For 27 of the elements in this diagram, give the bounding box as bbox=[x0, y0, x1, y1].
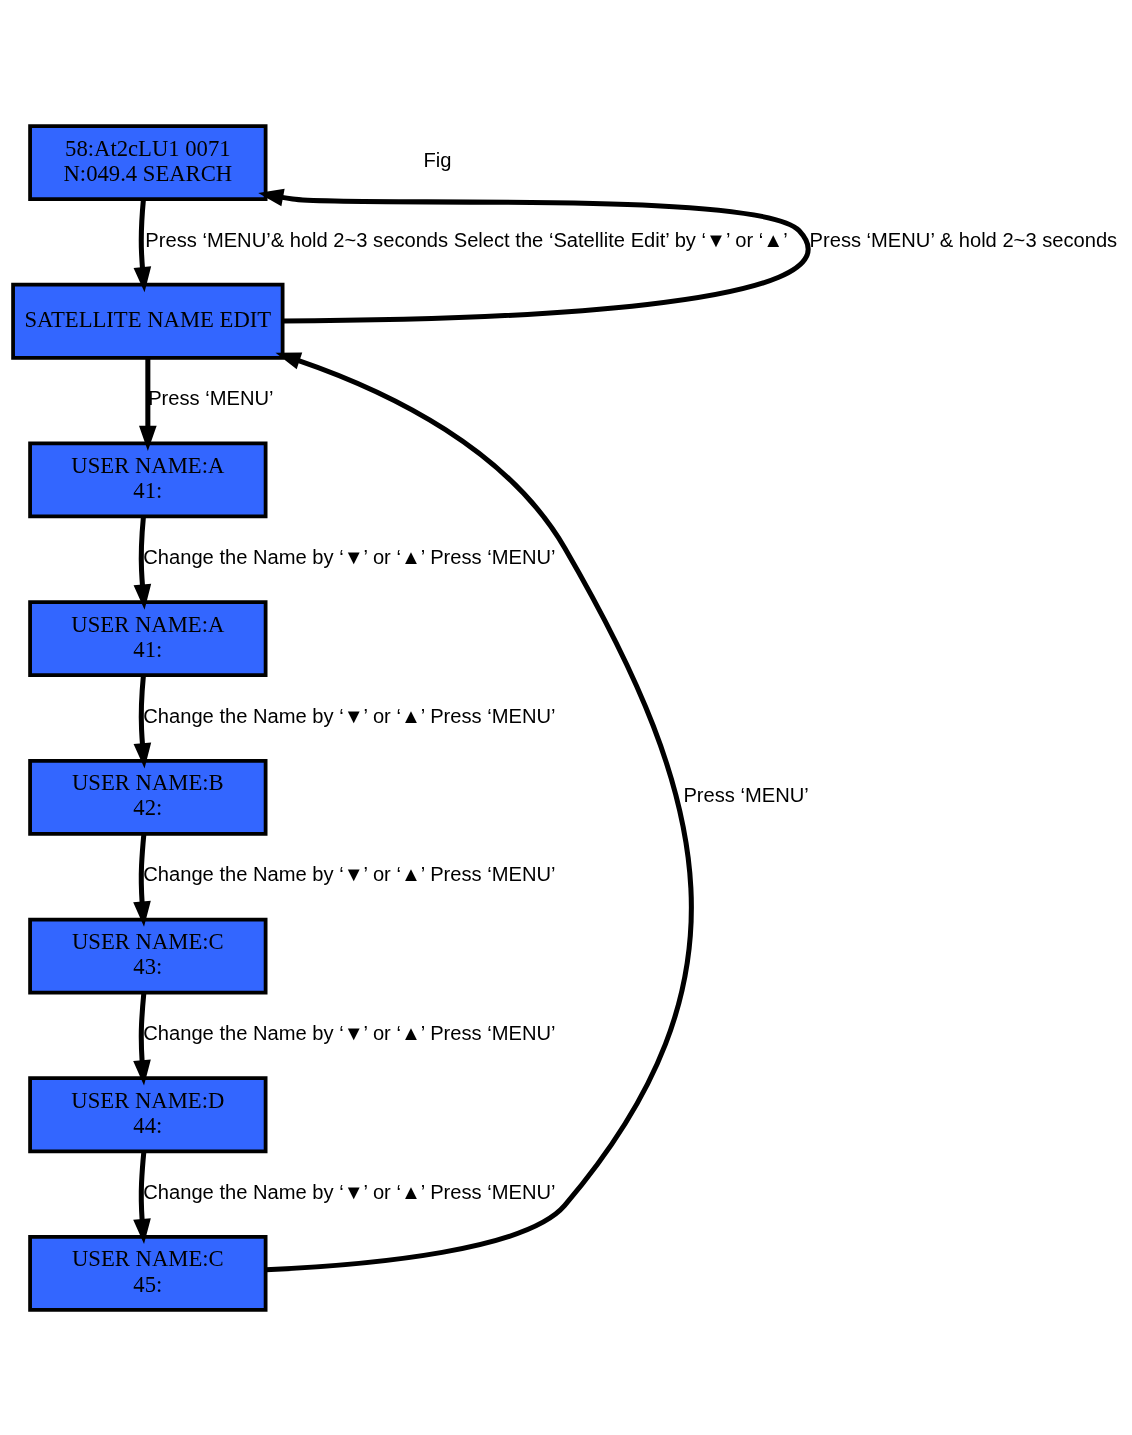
arrow bbox=[133, 674, 152, 768]
arrow bbox=[133, 1150, 151, 1244]
label: Fig bbox=[423, 148, 452, 171]
edge-label: Change the Name by ‘▼’ or ‘▲’ Press ‘MENU’ bbox=[143, 545, 556, 568]
edge-label: Press ‘MENU’& hold 2~3 seconds Select the ‘Satellite Edit’ by ‘▼’ or ‘▲’ bbox=[145, 228, 788, 251]
edge-label: Change the Name by ‘▼’ or ‘▲’ Press ‘MENU’ bbox=[143, 704, 556, 727]
node-box: 58:At2cLU1 0071 N:049.4 SEARCH bbox=[28, 123, 268, 201]
arrow bbox=[265, 351, 694, 1272]
arrow bbox=[258, 188, 809, 323]
node-box: USER NAME:C 45: bbox=[28, 1234, 268, 1312]
edge-label: Change the Name by ‘▼’ or ‘▲’ Press ‘MENU’ bbox=[143, 862, 556, 885]
node-box: USER NAME:A 41: bbox=[28, 441, 268, 518]
edge-label: Change the Name by ‘▼’ or ‘▲’ Press ‘MENU’ bbox=[143, 1021, 556, 1044]
edge-label: Press ‘MENU’ bbox=[148, 386, 274, 409]
node-box: USER NAME:A 41: bbox=[28, 599, 268, 677]
arrow bbox=[133, 198, 152, 292]
arrow bbox=[133, 516, 152, 610]
node-box: SATELLITE NAME EDIT bbox=[11, 282, 285, 360]
node-box: USER NAME:C 43: bbox=[28, 917, 268, 994]
edge-label: Press ‘MENU’ & hold 2~3 seconds bbox=[809, 228, 1118, 251]
edge-label: Press ‘MENU’ bbox=[683, 783, 809, 806]
arrow bbox=[133, 833, 151, 927]
arrow bbox=[133, 991, 151, 1085]
arrow bbox=[139, 357, 157, 451]
node-box: USER NAME:B 42: bbox=[28, 758, 268, 836]
edge-label: Change the Name by ‘▼’ or ‘▲’ Press ‘MENU’ bbox=[143, 1180, 556, 1203]
node-box: USER NAME:D 44: bbox=[28, 1075, 268, 1153]
